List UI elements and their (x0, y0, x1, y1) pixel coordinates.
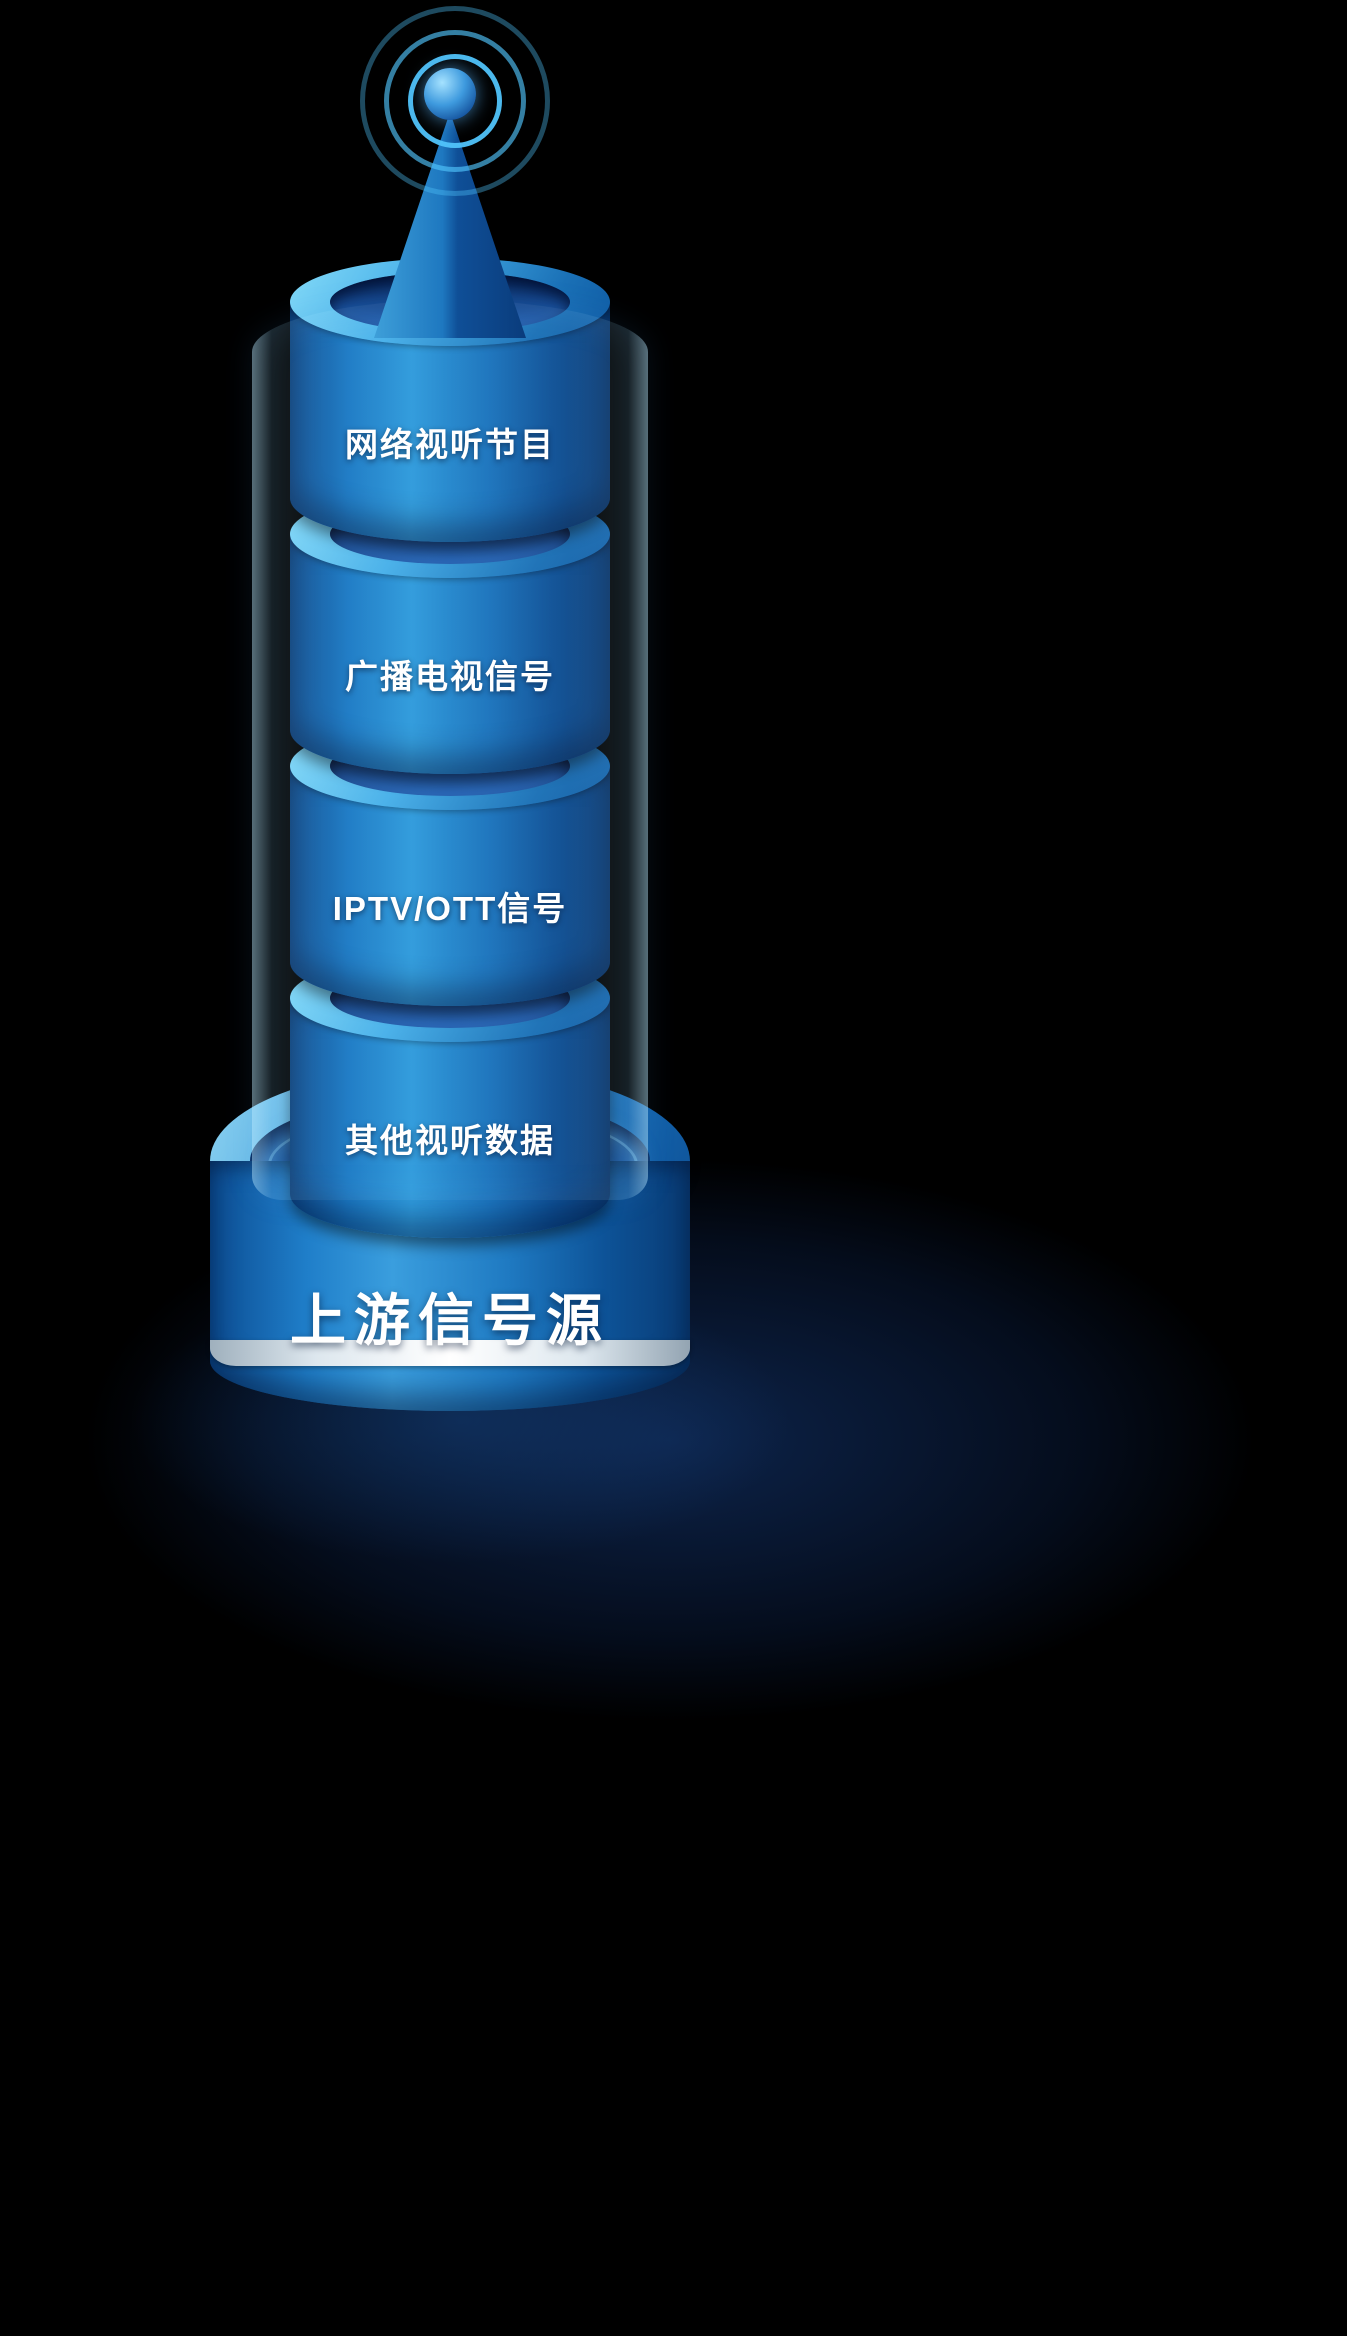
signal-wave-ring-outer (360, 6, 550, 196)
layer-label: 网络视听节目 (345, 426, 555, 463)
antenna-tip-sphere-icon (424, 68, 476, 120)
base-label: 上游信号源 (290, 1289, 610, 1352)
layer-label: 广播电视信号 (345, 658, 555, 695)
layer-label: 其他视听数据 (345, 1122, 555, 1159)
signal-wave-ring-middle (384, 30, 526, 172)
signal-wave-ring-inner (408, 54, 502, 148)
base-stripe (210, 1340, 690, 1366)
layer-label: IPTV/OTT信号 (332, 890, 568, 927)
